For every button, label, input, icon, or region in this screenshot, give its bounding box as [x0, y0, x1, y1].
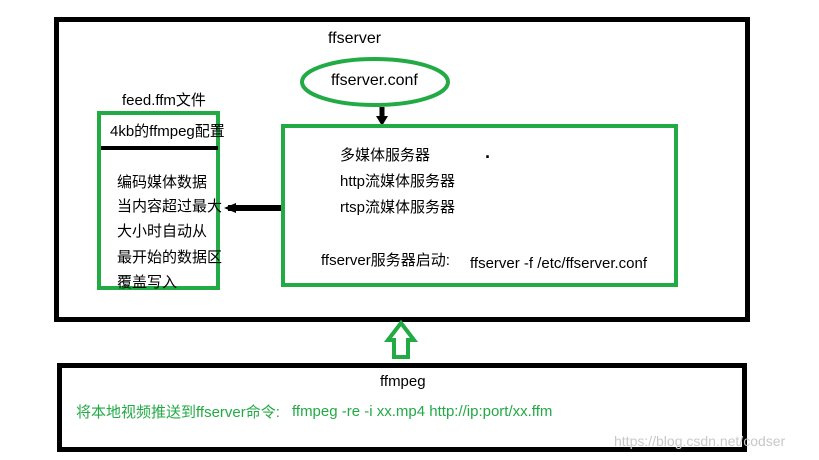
feed-header: 4kb的ffmpeg配置 [110, 123, 225, 140]
server-to-feed-arrowhead [224, 203, 236, 213]
ffmpeg-to-ffserver-arrow [383, 319, 419, 359]
stray-dot: · [485, 147, 491, 167]
feed-line: 大小时自动从 [117, 223, 208, 240]
ffserver-box [54, 17, 750, 322]
server-box [281, 124, 678, 287]
ffmpeg-title: ffmpeg [380, 373, 426, 390]
feed-title: feed.ffm文件 [122, 92, 206, 109]
feed-line: 编码媒体数据 [117, 174, 208, 191]
conf-label: ffserver.conf [331, 72, 418, 89]
feed-line: 覆盖写入 [117, 274, 178, 291]
push-label: 将本地视频推送到ffserver命令: [76, 404, 280, 421]
conf-to-server-arrowhead [376, 116, 388, 126]
server-item: http流媒体服务器 [340, 173, 456, 190]
feed-line: 当内容超过最大 [117, 198, 223, 215]
server-item: rtsp流媒体服务器 [340, 199, 456, 216]
feed-box [97, 111, 220, 290]
watermark: https://blog.csdn.net/codser [614, 433, 786, 449]
start-command: ffserver -f /etc/ffserver.conf [470, 255, 648, 272]
ffmpeg-box [57, 363, 747, 452]
server-item: 多媒体服务器 [340, 147, 431, 164]
ffserver-title: ffserver [328, 30, 382, 47]
push-command: ffmpeg -re -i xx.mp4 http://ip:port/xx.f… [292, 403, 553, 420]
start-label: ffserver服务器启动: [321, 252, 450, 269]
feed-line: 最开始的数据区 [117, 249, 223, 266]
conf-ellipse [300, 57, 450, 107]
feed-header-divider [101, 146, 218, 150]
